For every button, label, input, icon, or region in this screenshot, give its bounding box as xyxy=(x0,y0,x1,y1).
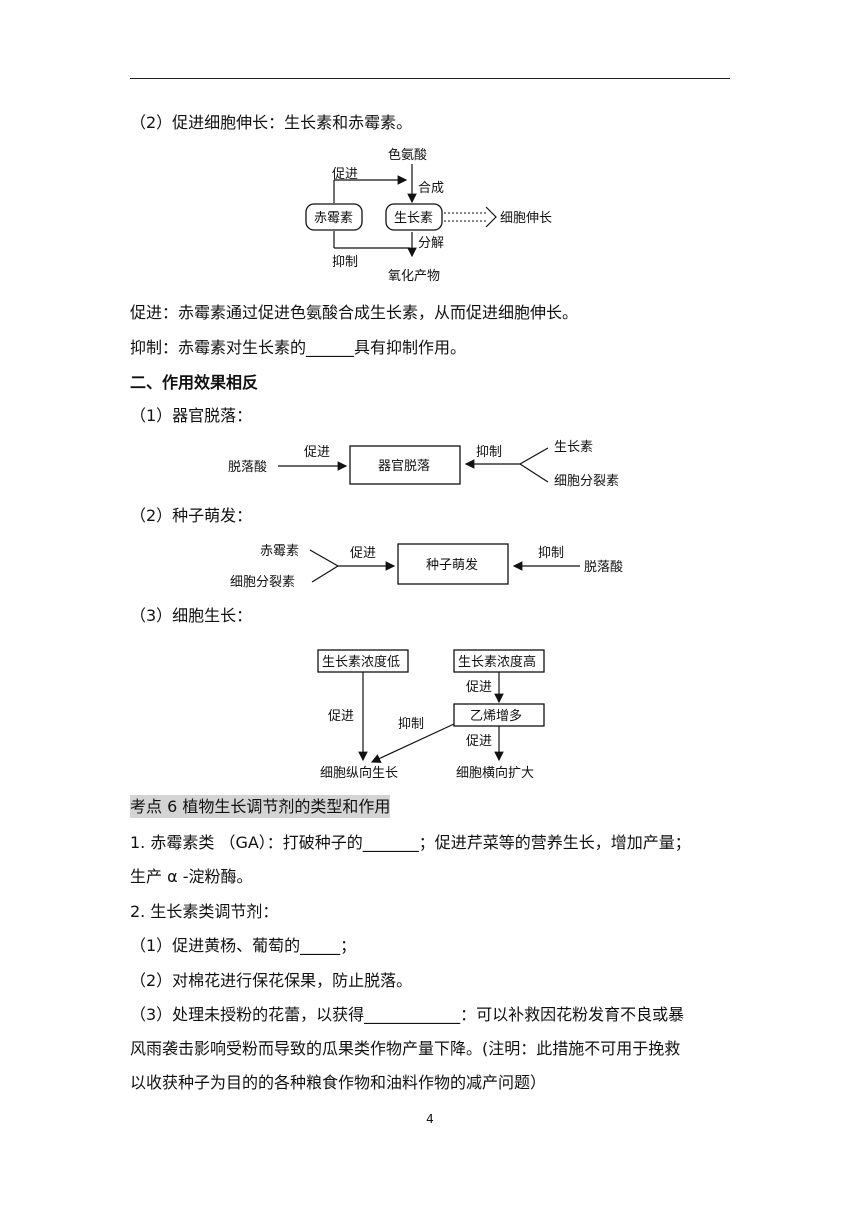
inhibit-label: 抑制 xyxy=(538,546,564,561)
promote-line: 促进：赤霉素通过促进色氨酸合成生长素，从而促进细胞伸长。 xyxy=(130,303,579,322)
header-rule xyxy=(130,78,730,79)
inhibit-label: 抑制 xyxy=(332,255,358,270)
iaa-box xyxy=(385,203,443,231)
synth-label: 合成 xyxy=(418,181,444,196)
section-heading: 二、作用效果相反 xyxy=(130,373,259,392)
ck-label: 细胞分裂素 xyxy=(230,575,295,590)
seed-germination-title: （2）种子萌发： xyxy=(130,506,253,525)
ga-box xyxy=(305,203,363,231)
topic-6-label: 考点 6 植物生长调节剂的类型和作用 xyxy=(130,795,391,818)
auxin-item-3-line-3: 以收获种子为目的的各种粮食作物和油料作物的减产问题） xyxy=(130,1073,547,1092)
gibberellin-para-1: 1. 赤霉素类 （GA）：打破种子的_______；促进芹菜等的营养生长，增加产… xyxy=(130,833,691,852)
center-box xyxy=(397,543,509,585)
vertical-label: 细胞纵向生长 xyxy=(320,765,398,781)
auxin-item-3-line-2: 风雨袭击影响受粉而导致的瓜果类作物产量下降。(注明：此措施不可用于挽救 xyxy=(130,1039,681,1058)
aba-label: 脱落酸 xyxy=(584,560,623,575)
promote-label: 促进 xyxy=(332,167,358,182)
organ-abscission-title: （1）器官脱落： xyxy=(130,406,253,425)
topic-6-heading: 考点 6 植物生长调节剂的类型和作用 xyxy=(130,795,391,818)
ga-label: 赤霉素 xyxy=(260,544,299,559)
aba-label: 脱落酸 xyxy=(228,460,267,475)
lateral-label: 细胞横向扩大 xyxy=(456,765,534,781)
s2-title: （2）促进细胞伸长：生长素和赤霉素。 xyxy=(130,113,413,132)
ethylene-label: 乙烯增多 xyxy=(470,708,522,724)
gibberellin-para-2: 生产 α -淀粉酶。 xyxy=(130,867,253,886)
high-label: 生长素浓度高 xyxy=(458,654,536,670)
diagram-cell-growth: 生长素浓度低 生长素浓度高 促进 促进 乙烯增多 抑制 促进 细胞纵向生长 细胞… xyxy=(317,649,545,781)
auxin-regulator-title: 2. 生长素类调节剂： xyxy=(130,902,279,921)
oxid-label: 氧化产物 xyxy=(388,269,440,284)
ga-label: 赤霉素 xyxy=(314,211,353,226)
auxin-item-2: （2）对棉花进行保花保果，防止脱落。 xyxy=(130,971,413,990)
inhibit-label: 抑制 xyxy=(476,445,502,460)
diagram-abscission: 脱落酸 促进 器官脱落 抑制 生长素 细胞分裂素 xyxy=(228,440,619,489)
diagram-elongation: 色氨酸 合成 促进 赤霉素 生长素 细胞伸长 分解 抑制 氧化产物 xyxy=(305,147,552,284)
center-label: 种子萌发 xyxy=(426,557,478,573)
center-label: 器官脱落 xyxy=(378,458,430,474)
ck-label: 细胞分裂素 xyxy=(554,474,619,489)
page-number: 4 xyxy=(426,1112,434,1126)
tryptophan-label: 色氨酸 xyxy=(388,147,427,163)
promote-label-3: 促进 xyxy=(466,734,492,749)
promote-label-2: 促进 xyxy=(466,680,492,695)
iaa-label: 生长素 xyxy=(554,440,593,455)
auxin-item-3-line-1: （3）处理未授粉的花蕾，以获得____________：可以补救因花粉发育不良或… xyxy=(130,1005,685,1024)
inhibit-label: 抑制 xyxy=(398,717,424,732)
decomp-label: 分解 xyxy=(418,236,444,251)
auxin-item-1: （1）促进黄杨、葡萄的_____； xyxy=(130,936,357,955)
center-box xyxy=(349,445,461,485)
inhibit-line: 抑制：赤霉素对生长素的______具有抑制作用。 xyxy=(130,338,467,357)
promote-label-1: 促进 xyxy=(328,709,354,724)
promote-label: 促进 xyxy=(350,546,376,561)
promote-label: 促进 xyxy=(304,445,330,460)
low-label: 生长素浓度低 xyxy=(322,654,400,670)
elong-label: 细胞伸长 xyxy=(500,211,552,226)
iaa-label: 生长素 xyxy=(394,211,433,226)
diagram-germination: 赤霉素 细胞分裂素 促进 种子萌发 抑制 脱落酸 xyxy=(230,543,623,590)
cell-growth-title: （3）细胞生长： xyxy=(130,606,253,625)
